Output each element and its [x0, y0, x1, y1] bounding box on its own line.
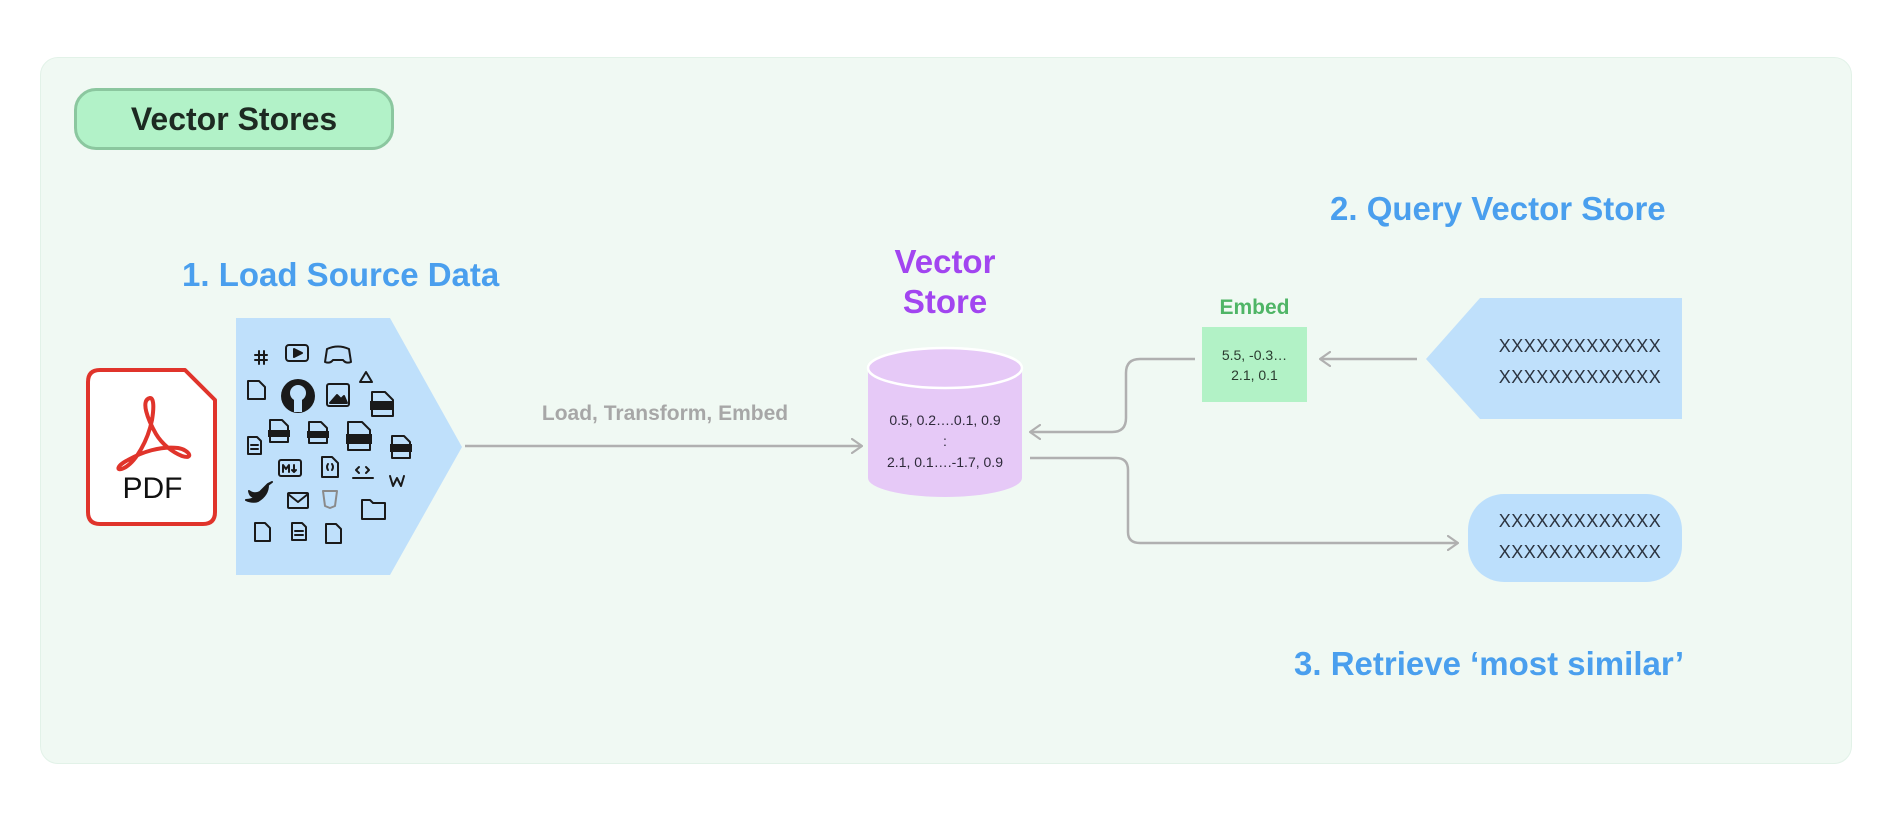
step-query-label: 2. Query Vector Store	[1330, 190, 1666, 227]
vector-store-cylinder	[866, 346, 1024, 497]
step-load-label: 1. Load Source Data	[182, 256, 500, 293]
file-text-icon-bottom	[291, 522, 307, 541]
vector-store-title-line2: Store	[902, 283, 988, 320]
discord-icon	[324, 345, 352, 364]
acrobat-logo-icon	[116, 396, 192, 472]
folder-icon	[361, 499, 386, 520]
google-drive-icon	[359, 371, 373, 383]
csv-icon	[370, 391, 394, 417]
vector-row-ellipsis: :	[943, 433, 947, 449]
vector-store-title: Vector Store	[868, 242, 1022, 322]
result-box	[1468, 494, 1682, 582]
image-icon	[326, 383, 350, 407]
vector-store-values: 0.5, 0.2….0.1, 0.9 : 2.1, 0.1….-1.7, 0.9	[868, 410, 1022, 473]
query-line-2: XXXXXXXXXXXXX	[1498, 367, 1662, 387]
result-line-1: XXXXXXXXXXXXX	[1498, 511, 1662, 531]
embed-to-store-arrow	[1030, 357, 1195, 432]
file-icon-bottom-1	[254, 522, 271, 542]
embed-box: 5.5, -0.3… 2.1, 0.1	[1202, 327, 1307, 402]
load-transform-embed-label: Load, Transform, Embed	[541, 402, 789, 425]
doc-file-icon	[307, 421, 329, 444]
title-badge: Vector Stores	[74, 88, 394, 150]
embed-line-1: 5.5, -0.3…	[1221, 346, 1288, 363]
query-line-1: XXXXXXXXXXXXX	[1498, 336, 1662, 356]
css-icon	[322, 490, 338, 509]
vector-row-1: 0.5, 0.2….0.1, 0.9	[889, 412, 1001, 428]
vector-store-title-line1: Vector	[894, 243, 996, 280]
source-icons-group	[245, 344, 412, 544]
file-text-icon	[247, 436, 262, 455]
title-text: Vector Stores	[130, 100, 338, 137]
pdf-document-icon	[86, 368, 217, 526]
result-line-2: XXXXXXXXXXXXX	[1498, 542, 1662, 562]
embed-line-2: 2.1, 0.1	[1231, 366, 1278, 383]
vector-row-2: 2.1, 0.1….-1.7, 0.9	[887, 454, 1003, 470]
github-icon	[281, 379, 315, 413]
embed-label: Embed	[1219, 296, 1290, 319]
ppt-file-icon	[390, 435, 412, 459]
step-retrieve-label: 3. Retrieve ‘most similar’	[1294, 645, 1685, 682]
result-text: XXXXXXXXXXXXX XXXXXXXXXXXXX	[1470, 506, 1690, 568]
file-icon	[247, 380, 266, 400]
youtube-icon	[285, 344, 309, 362]
query-text: XXXXXXXXXXXXX XXXXXXXXXXXXX	[1470, 331, 1690, 393]
pdf-file-icon	[268, 419, 290, 443]
wikipedia-icon	[389, 475, 405, 487]
txt-file-icon	[346, 421, 372, 451]
email-icon	[287, 492, 309, 509]
json-file-icon	[321, 456, 339, 478]
query-input-shape	[1426, 298, 1682, 419]
slack-icon	[254, 350, 268, 365]
html-icon	[352, 466, 374, 479]
markdown-icon	[278, 459, 302, 477]
store-to-result-arrow	[1030, 456, 1458, 543]
pdf-label: PDF	[122, 472, 183, 505]
file-icon-bottom-2	[325, 523, 342, 544]
twitter-icon	[245, 481, 273, 503]
